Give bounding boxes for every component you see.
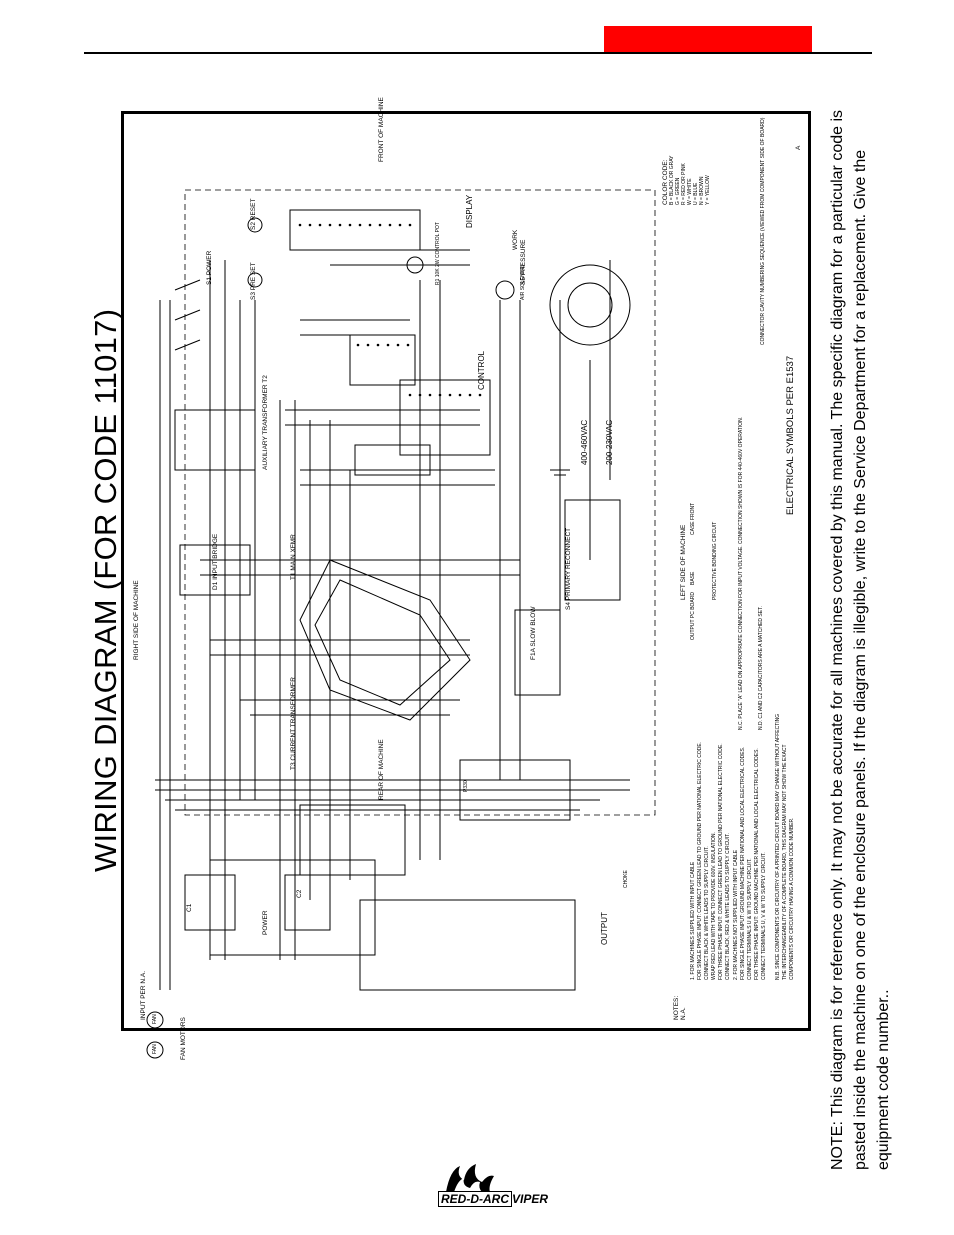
output-label: OUTPUT [600,912,609,945]
case-front-label: CASE FRONT [690,502,696,535]
front-of-machine-label: FRONT OF MACHINE [378,97,385,162]
t3-current-transformer-label: T3 CURRENT TRANSFORMER [290,677,297,770]
note-line-14: COMPONENTS OR CIRCUITRY HAVING A COMMON … [789,817,795,980]
revision-letter: A [795,145,802,150]
work-label: WORK [512,229,519,250]
control-label: CONTROL [477,350,486,390]
display-label: DISPLAY [465,194,474,228]
electrical-symbols-label: ELECTRICAL SYMBOLS PER E1537 [785,355,796,515]
bonding-label: PROTECTIVE BONDING CIRCUIT [712,521,718,600]
fan-label-2: FAN [152,1044,158,1054]
note-line-3: CONNECT BLACK & WHITE LEADS TO SUPPLY CI… [704,846,710,980]
air-solenoid-label: AIR SOLENOID [520,264,526,300]
color-code-7: Y = YELLOW [705,175,711,205]
note-line-9: CONNECT TERMINALS U & W TO SUPPLY CIRCUI… [747,858,753,980]
note-line-2: FOR SINGLE PHASE INPUT: CONNECT GREEN LE… [697,741,703,980]
note-line-4: WRAP RED LEAD WITH TAPE TO PROVIDE 600V.… [711,832,717,980]
c2-label: C2 [296,889,303,898]
choke-label: CHOKE [623,870,629,888]
cavity-sequence-label: CONNECTOR CAVITY NUMBERING SEQUENCE (VIE… [760,117,766,345]
note-line-12: N.B. SINCE COMPONENTS OR CIRCUITRY OF A … [775,713,781,980]
output-pc-board-label: OUTPUT PC BOARD [690,592,696,640]
base-label: BASE [690,571,696,585]
voltage-230-label: 200-230VAC [605,419,614,465]
note-line-10: FOR THREE PHASE INPUT: GROUND MACHINE PE… [754,748,760,980]
s2-reset-label: S2 RESET [250,198,257,230]
note-line-8: FOR SINGLE PHASE INPUT: GROUND MACHINE P… [740,746,746,980]
note-nc: N.C. PLACE "A" LEAD ON APPROPRIATE CONNE… [738,416,744,730]
notes-heading: NOTES: [673,995,680,1020]
note-line-11: CONNECT TERMINALS U, V & W TO SUPPLY CIR… [761,852,767,980]
voltage-460-label: 400-460VAC [580,419,589,465]
color-code-title: COLOR CODE: [662,159,669,205]
c1-label: C1 [186,903,193,912]
note-line-13: THE INTERCHANGEABILITY OF A COMPLETE BOA… [782,744,788,980]
fuse-label: F1A SLOW BLOW [530,606,537,660]
header-accent-tab [604,26,812,52]
input-label: INPUT PER N.A. [140,970,147,1020]
fan-label-1: FAN [152,1014,158,1024]
s3-preset-label: S3 PRE SET [250,262,257,300]
flame-logo-icon [446,1164,494,1192]
p330-label: P330 [463,780,469,792]
power-label: POWER [262,910,269,935]
header-rule [84,52,872,54]
wiring-diagram-frame [121,111,811,1031]
model-name: VIPER [512,1192,549,1206]
rear-of-machine-label: REAR OF MACHINE [378,739,385,800]
note-line-1: 1. FOR MACHINES SUPPLIED WITH INPUT CABL… [690,861,696,980]
note-line-7: 2. FOR MACHINES NOT SUPPLIED WITH INPUT … [733,849,739,980]
notes-na: N.A. [680,1007,687,1020]
control-pot-label: R1 10K 2W CONTROL POT [435,222,441,285]
s4-primary-reconnect-label: S4 PRIMARY RECONNECT [565,527,572,610]
note-nd: N.D. C1 AND C2 CAPACITORS ARE A MATCHED … [758,606,764,730]
s1-power-label: S1 POWER [206,250,213,285]
t1-main-xfmr-label: T1 MAIN XFMR [290,534,297,580]
note-line-6: CONNECT BLACK, RED & WHITE LEADS TO SUPP… [725,832,731,980]
right-side-label: RIGHT SIDE OF MACHINE [133,580,140,660]
brand-name: RED-D-ARC [438,1191,512,1207]
note-line-5: FOR THREE PHASE INPUT: CONNECT GREEN LEA… [718,743,724,980]
d1-input-bridge-label: D1 INPUT BRIDGE [212,533,219,590]
fan-motors-label: FAN MOTORS [180,1017,187,1060]
left-side-label: LEFT SIDE OF MACHINE [680,524,687,600]
t2-aux-transformer-label: AUXILIARY TRANSFORMER T2 [262,375,269,470]
